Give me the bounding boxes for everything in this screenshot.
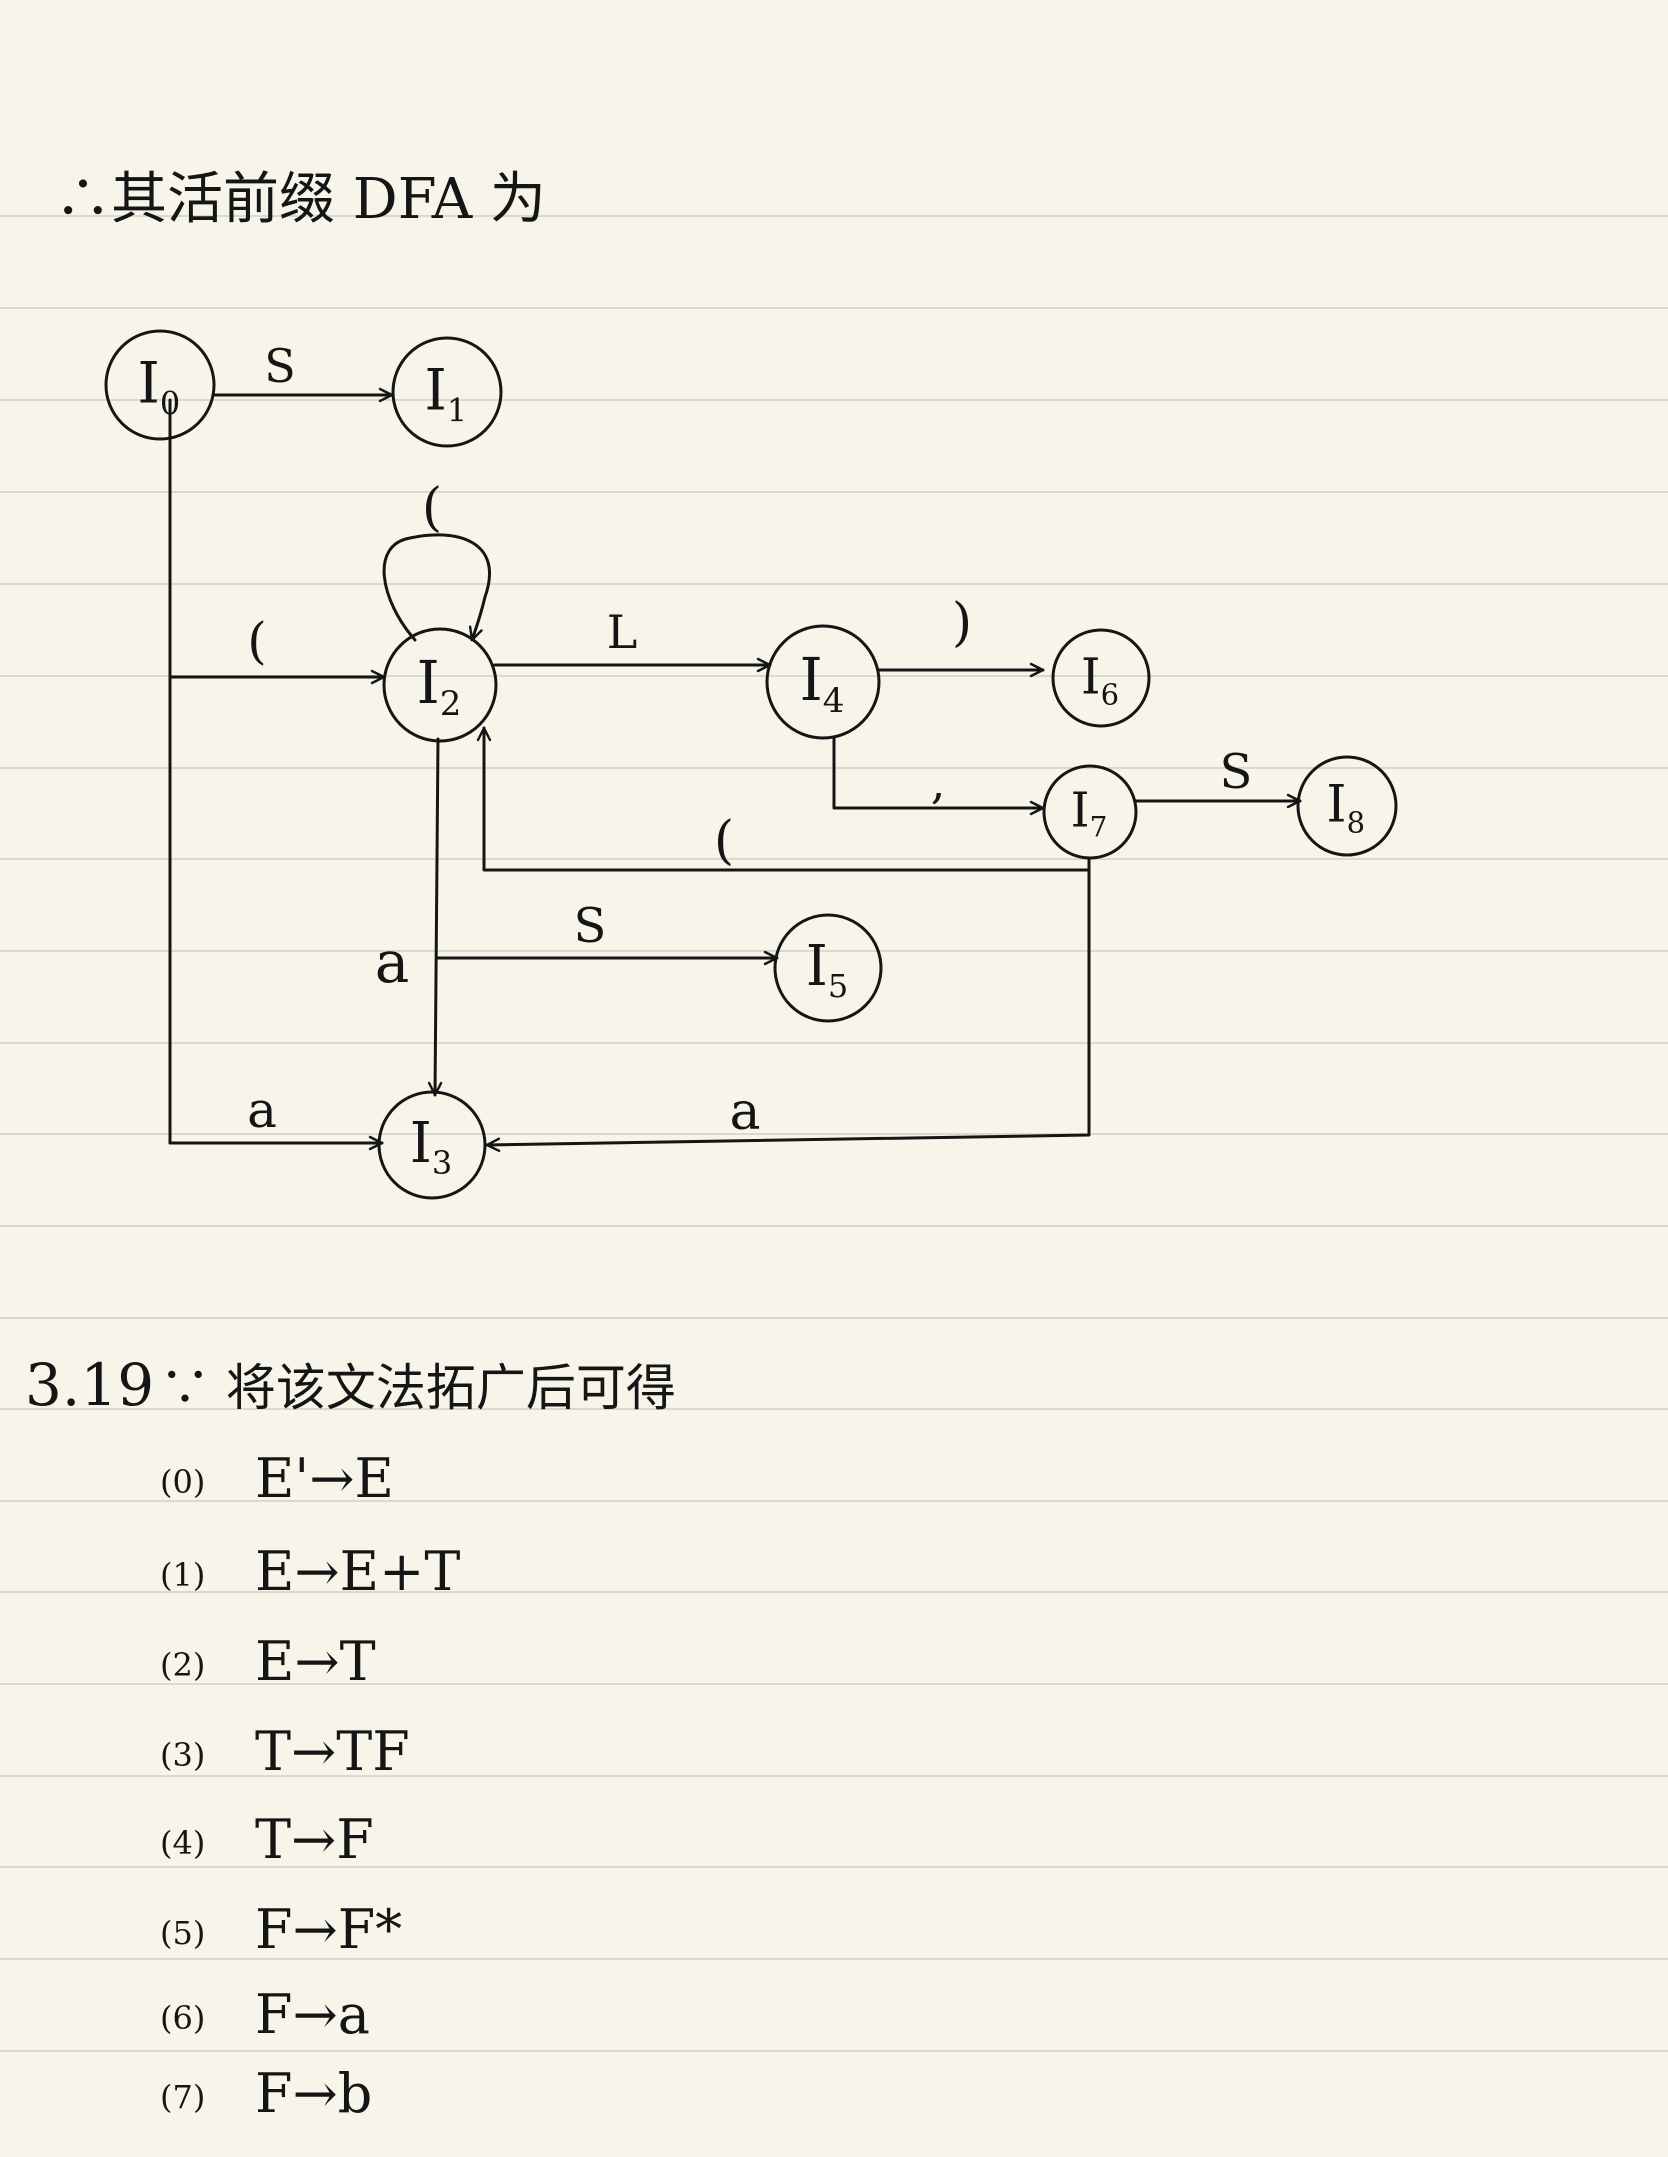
production-index: (1): [160, 1556, 205, 1594]
problem-3-19: 3.19 ∵ 将该文法拓广后可得: [25, 1351, 676, 1419]
state-label: I1: [424, 357, 467, 429]
state-i1: I1: [391, 336, 503, 448]
state-circle: [1051, 628, 1151, 728]
state-label: I8: [1326, 776, 1365, 840]
production-rule: F→F*: [255, 1898, 402, 1961]
edge-label-i7-i8: S: [1220, 744, 1253, 800]
production-index: (7): [160, 2078, 205, 2116]
state-label-base: I: [1326, 776, 1346, 835]
state-label-subscript: 3: [432, 1144, 452, 1182]
production-rule: E'→E: [255, 1447, 394, 1510]
state-circle: [391, 336, 503, 448]
production-rule: E→E+T: [255, 1540, 460, 1603]
state-label: I0: [137, 350, 180, 422]
state-label: I4: [799, 645, 844, 721]
state-i0: I0: [104, 329, 216, 441]
state-label-base: I: [137, 350, 160, 416]
production-row: (7) F→b: [160, 2062, 372, 2125]
production-index: (0): [160, 1463, 205, 1501]
state-label-base: I: [1081, 647, 1101, 705]
edge-label-i2-self: (: [422, 478, 442, 538]
state-i5: I5: [773, 913, 883, 1023]
state-label-subscript: 1: [447, 391, 467, 429]
state-label: I2: [416, 648, 461, 724]
production-rule: F→b: [255, 2062, 372, 2125]
edge-i2-i3: [427, 737, 443, 1097]
edge-i7-i3: [485, 868, 1091, 1152]
production-row: (4) T→F: [160, 1808, 374, 1871]
state-label-base: I: [424, 357, 447, 423]
dfa-edges: [168, 387, 1302, 1152]
state-label: I5: [806, 934, 848, 1005]
state-label: I7: [1071, 783, 1108, 844]
edge-label-i0-i1: S: [264, 339, 296, 393]
state-i8: I8: [1296, 755, 1398, 857]
state-label-base: I: [799, 645, 822, 714]
edge-label-i4-i6: ): [952, 593, 972, 653]
edge-label-i2-i5: S: [574, 898, 607, 954]
production-index: (3): [160, 1736, 205, 1774]
state-label-subscript: 0: [160, 384, 180, 422]
state-circle: [765, 624, 881, 740]
state-label-subscript: 6: [1101, 677, 1119, 711]
production-index: (2): [160, 1646, 205, 1684]
production-row: (3) T→TF: [160, 1720, 410, 1783]
production-rule: E→T: [255, 1630, 376, 1693]
production-rule: F→a: [255, 1983, 370, 2046]
production-row: (6) F→a: [160, 1983, 370, 2046]
state-i2: I2: [382, 627, 498, 743]
state-circle: [773, 913, 883, 1023]
state-label-base: I: [806, 934, 828, 999]
production-index: (6): [160, 1999, 205, 2037]
state-label-subscript: 5: [828, 967, 848, 1005]
production-rule: T→F: [255, 1808, 374, 1871]
state-i4: I4: [765, 624, 881, 740]
problem-number: 3.19: [25, 1351, 154, 1419]
edge-i4-i7: [832, 735, 1045, 816]
production-row: (5) F→F*: [160, 1898, 402, 1961]
edge-label-i2-i4: L: [607, 605, 638, 659]
state-label-base: I: [1071, 783, 1090, 839]
production-rule: T→TF: [255, 1720, 410, 1783]
edge-label-i0-i3: a: [247, 1081, 277, 1139]
problem-intro: ∵ 将该文法拓广后可得: [160, 1359, 676, 1417]
production-row: (2) E→T: [160, 1630, 376, 1693]
state-label: I3: [410, 1111, 452, 1182]
state-label-base: I: [416, 648, 439, 717]
state-label-subscript: 7: [1090, 811, 1108, 844]
state-circle: [104, 329, 216, 441]
state-i6: I6: [1051, 628, 1151, 728]
dfa-edge-labels: S ( a ( L S a ) , S ( a: [247, 339, 1252, 1142]
state-label-subscript: 2: [440, 684, 462, 724]
production-row: (1) E→E+T: [160, 1540, 460, 1603]
production-index: (4): [160, 1824, 205, 1862]
edge-label-i7-i2: (: [714, 811, 734, 871]
state-label-subscript: 8: [1347, 806, 1365, 840]
state-circle: [377, 1090, 487, 1200]
state-circle: [1296, 755, 1398, 857]
state-circle: [382, 627, 498, 743]
state-i3: I3: [377, 1090, 487, 1200]
state-label: I6: [1081, 647, 1119, 711]
edge-i7-i2: [476, 726, 1091, 872]
edge-label-i0-i2: (: [247, 612, 267, 670]
edge-label-i2-i3: a: [375, 928, 410, 996]
state-label-subscript: 4: [823, 681, 845, 721]
edge-label-i4-i7: ,: [931, 755, 946, 809]
production-list: (0) E'→E (1) E→E+T (2) E→T (3) T→TF (4) T→F (5) F→F…: [160, 1447, 460, 2125]
edge-label-i7-i3: a: [729, 1082, 760, 1142]
edge-i2-selfloop: [382, 533, 492, 642]
state-circle: [1042, 764, 1138, 860]
state-i7: I7: [1042, 764, 1138, 860]
state-label-base: I: [410, 1111, 432, 1176]
dfa-heading: ∴其活前缀 DFA 为: [55, 167, 546, 232]
production-index: (5): [160, 1914, 205, 1952]
production-row: (0) E'→E: [160, 1447, 394, 1510]
